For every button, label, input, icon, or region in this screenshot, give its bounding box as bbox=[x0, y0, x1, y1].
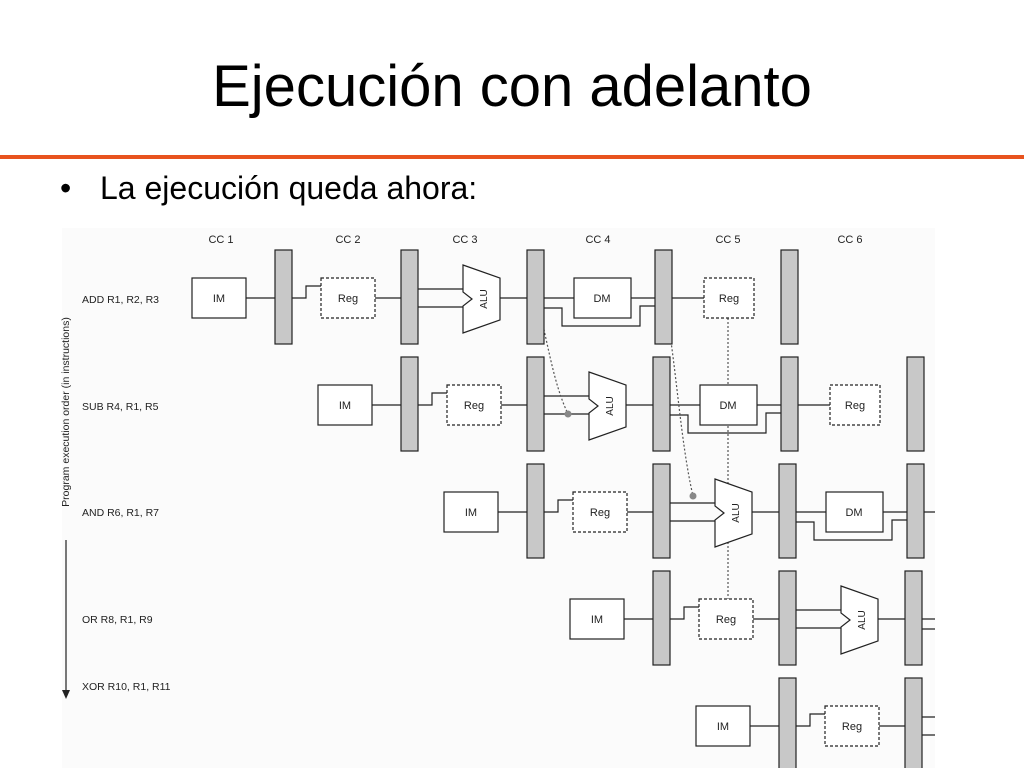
register-file-label: Reg bbox=[716, 614, 736, 626]
pipeline-register bbox=[526, 463, 545, 559]
instruction-memory-label: IM bbox=[339, 400, 351, 412]
register-file-write-box bbox=[956, 492, 1006, 532]
pipeline-register bbox=[652, 356, 671, 452]
pipeline-register bbox=[400, 356, 419, 452]
pipeline-register bbox=[654, 249, 673, 345]
instruction-label: AND R6, R1, R7 bbox=[82, 507, 159, 519]
instruction-memory-label: IM bbox=[213, 293, 225, 305]
clock-cycle-label: CC 6 bbox=[837, 234, 862, 246]
pipeline-register bbox=[778, 463, 797, 559]
instruction-label: ADD R1, R2, R3 bbox=[82, 294, 159, 306]
wire bbox=[544, 305, 655, 327]
pipeline-register bbox=[904, 570, 923, 666]
wire bbox=[922, 628, 935, 630]
pipeline-register bbox=[906, 356, 925, 452]
pipeline-register bbox=[780, 249, 799, 345]
alu-label: ALU bbox=[731, 503, 742, 522]
register-file-write-box bbox=[829, 384, 881, 426]
register-file-label: Reg bbox=[845, 400, 865, 412]
register-file-label: Reg bbox=[842, 721, 862, 733]
pipeline-register bbox=[778, 677, 797, 768]
execution-order-arrow-icon bbox=[62, 690, 70, 699]
wire bbox=[796, 519, 907, 541]
register-file-read-box bbox=[320, 277, 376, 319]
register-file-read-box bbox=[446, 384, 502, 426]
pipeline-register bbox=[652, 570, 671, 666]
register-file-label: Reg bbox=[590, 507, 610, 519]
register-file-label: Reg bbox=[338, 293, 358, 305]
instruction-label: OR R8, R1, R9 bbox=[82, 614, 153, 626]
register-file-label: Reg bbox=[719, 293, 739, 305]
register-file-read-box bbox=[698, 598, 754, 640]
wire bbox=[418, 392, 447, 406]
clock-cycle-label: CC 2 bbox=[335, 234, 360, 246]
alu-label: ALU bbox=[983, 717, 994, 736]
clock-cycle-label: CC 4 bbox=[585, 234, 610, 246]
instruction-memory-box bbox=[569, 598, 625, 640]
wire bbox=[544, 499, 573, 513]
instruction-memory-box bbox=[695, 705, 751, 747]
pipeline-register bbox=[274, 249, 293, 345]
pipeline-register bbox=[904, 677, 923, 768]
register-file-label: Reg bbox=[464, 400, 484, 412]
instruction-memory-label: IM bbox=[717, 721, 729, 733]
instruction-labels: ADD R1, R2, R3 SUB R4, R1, R5 AND R6, R1, … bbox=[82, 294, 171, 693]
data-memory-box bbox=[573, 277, 632, 319]
wire bbox=[292, 285, 321, 299]
clock-cycle-label: CC 3 bbox=[452, 234, 477, 246]
pipeline-register bbox=[526, 356, 545, 452]
alu-shape bbox=[967, 693, 1004, 761]
register-file-label: Reg bbox=[971, 507, 991, 519]
clock-cycle-label: CC 5 bbox=[715, 234, 740, 246]
bullet-item: • La ejecución queda ahora: bbox=[60, 170, 477, 207]
alu-label: ALU bbox=[479, 289, 490, 308]
wire bbox=[796, 713, 825, 727]
pipeline-register bbox=[400, 249, 419, 345]
clock-cycle-label: CC 1 bbox=[208, 234, 233, 246]
alu-label: ALU bbox=[857, 610, 868, 629]
pipeline-wires bbox=[246, 285, 935, 736]
register-file-write-box bbox=[703, 277, 755, 319]
data-memory-label: DM bbox=[719, 400, 736, 412]
instruction-memory-box bbox=[317, 384, 373, 426]
instruction-memory-box bbox=[191, 277, 247, 319]
data-memory-box bbox=[825, 491, 884, 533]
pipeline-register bbox=[780, 356, 799, 452]
alu-shape bbox=[714, 478, 753, 548]
wire bbox=[670, 606, 699, 620]
instruction-memory-box bbox=[443, 491, 499, 533]
pipeline-register bbox=[778, 570, 797, 666]
data-memory-label: DM bbox=[845, 507, 862, 519]
bullet-text: La ejecución queda ahora: bbox=[100, 170, 478, 206]
data-memory-label: DM bbox=[593, 293, 610, 305]
register-file-read-box bbox=[824, 705, 880, 747]
title-divider bbox=[0, 155, 1024, 159]
data-memory-box bbox=[699, 384, 758, 426]
instruction-label: XOR R10, R1, R11 bbox=[82, 681, 171, 693]
execution-order-axis: Program execution order (in instructions… bbox=[60, 317, 72, 699]
instruction-memory-label: IM bbox=[465, 507, 477, 519]
bullet-dot-icon: • bbox=[60, 170, 72, 206]
alu-label: ALU bbox=[605, 396, 616, 415]
data-memory-label: DM bbox=[971, 614, 988, 626]
forwarding-point bbox=[689, 492, 697, 500]
pipeline-register bbox=[906, 463, 925, 559]
forwarding-point bbox=[564, 410, 572, 418]
alu-shape bbox=[588, 371, 627, 441]
instruction-memory-label: IM bbox=[591, 614, 603, 626]
execution-order-axis-label: Program execution order (in instructions… bbox=[60, 317, 72, 507]
pipeline-register bbox=[526, 249, 545, 345]
wire bbox=[670, 412, 781, 434]
pipeline-register bbox=[652, 463, 671, 559]
instruction-label: SUB R4, R1, R5 bbox=[82, 401, 159, 413]
alu-shape bbox=[840, 585, 879, 655]
slide-title: Ejecución con adelanto bbox=[212, 54, 812, 119]
register-file-read-box bbox=[572, 491, 628, 533]
alu-shape bbox=[462, 264, 501, 334]
data-memory-box bbox=[952, 599, 1009, 639]
